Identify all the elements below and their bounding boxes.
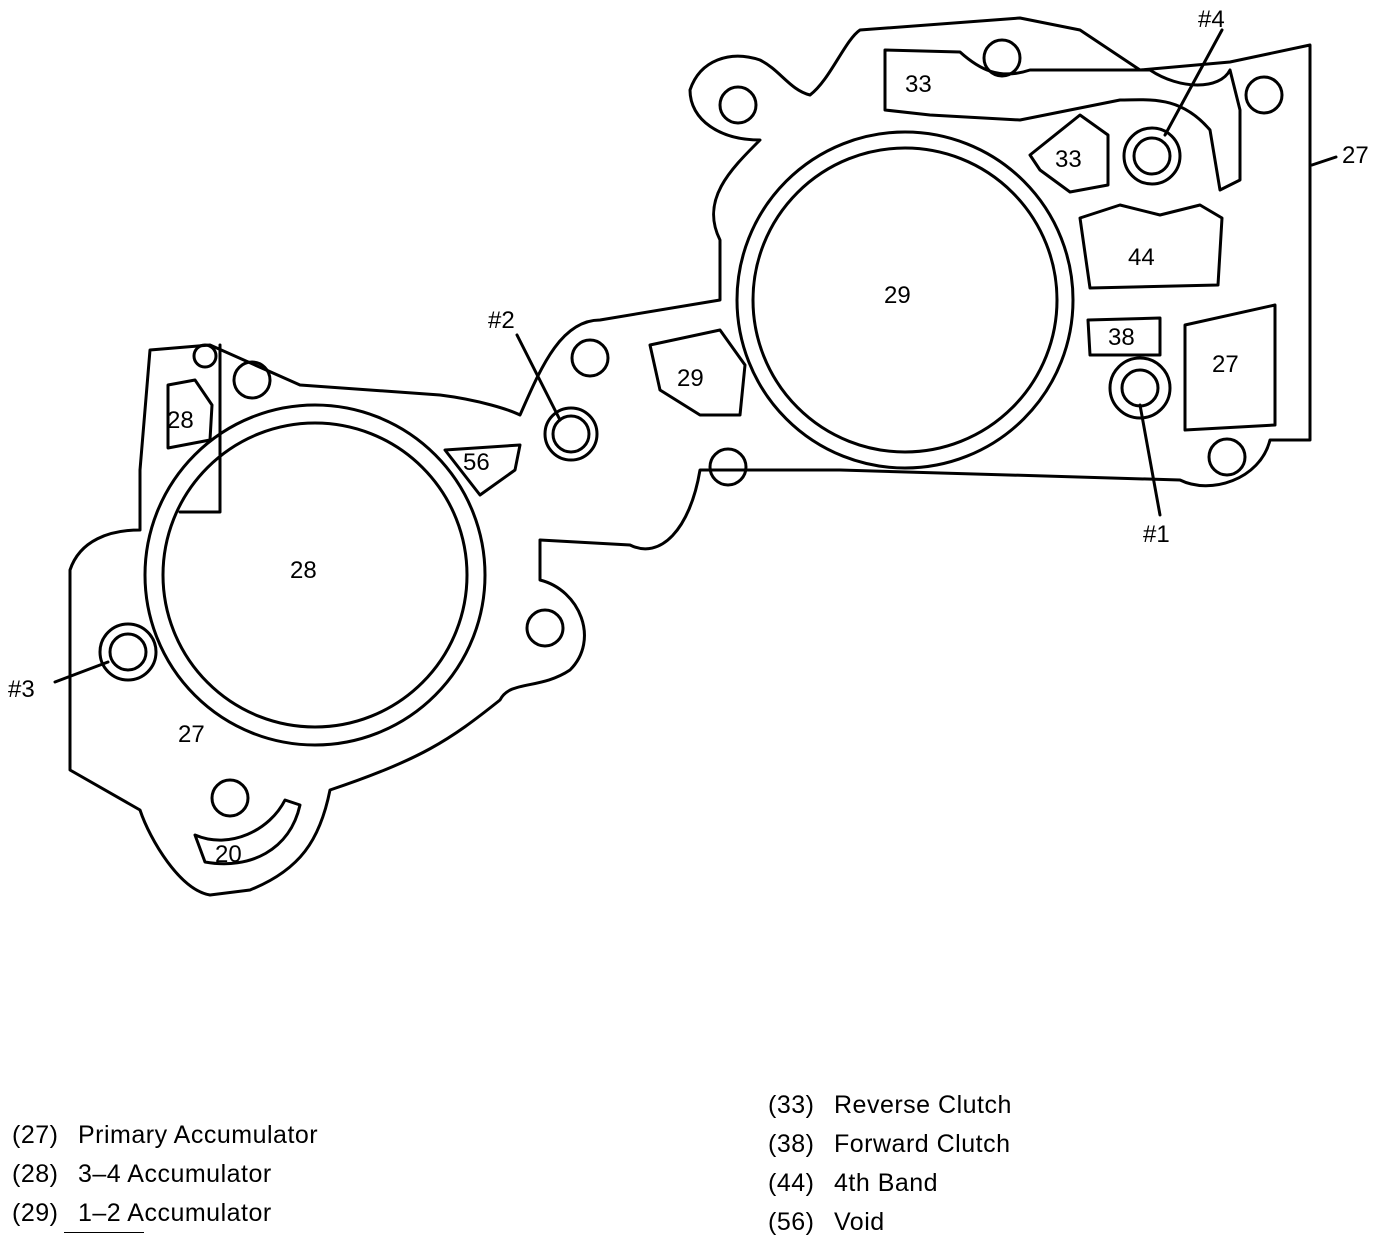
callout-27: 27 [1342, 142, 1369, 169]
bolt-hole [232, 360, 272, 400]
legend-name: Void [834, 1208, 885, 1236]
legend-item: (38) Forward Clutch [768, 1125, 1012, 1164]
legend-name: Reverse Clutch [834, 1091, 1012, 1119]
bolt-hole [1244, 75, 1284, 115]
legend-left: (27) Primary Accumulator (28) 3–4 Accumula… [12, 1116, 318, 1233]
check-ball-4 [1132, 136, 1172, 176]
legend-code: (56) [768, 1208, 815, 1236]
port-label-20: 20 [215, 841, 242, 868]
bolt-hole [570, 338, 610, 378]
port-label-28-small: 28 [167, 407, 194, 434]
legend-code: (29) [12, 1199, 59, 1227]
check-ball-1-ring [1108, 356, 1172, 420]
port-label-27-right: 27 [1212, 351, 1239, 378]
port-38-outline [1086, 316, 1162, 357]
legend-code: (44) [768, 1169, 815, 1197]
bolt-hole [718, 85, 758, 125]
port-33-outline [1028, 113, 1110, 194]
legend-item: (29) 1–2 Accumulator [12, 1194, 318, 1233]
legend-code: (27) [12, 1121, 59, 1149]
gasket-inner-passage [883, 48, 1242, 192]
bolt-hole [525, 608, 565, 648]
legend-name: 3–4 Accumulator [78, 1160, 272, 1188]
leader-3 [53, 660, 110, 684]
callout-4: #4 [1198, 6, 1225, 33]
port-label-29-small: 29 [677, 365, 704, 392]
legend-item: (33) Reverse Clutch [768, 1086, 1012, 1125]
port-label-27-left: 27 [178, 721, 205, 748]
bore-28-outer [143, 403, 487, 747]
port-56-outline [443, 443, 522, 497]
bore-29-outer [735, 130, 1075, 470]
bore-28-inner [161, 421, 469, 729]
legend-name: Primary Accumulator [78, 1121, 319, 1149]
port-label-28-big: 28 [290, 557, 317, 584]
check-ball-2 [551, 414, 591, 454]
legend-underline [64, 1232, 144, 1233]
small-hole [192, 343, 218, 369]
legend-name: 1–2 Accumulator [78, 1199, 272, 1227]
leader-2 [515, 333, 562, 422]
callout-1: #1 [1143, 521, 1170, 548]
port-28-small-outline [166, 378, 214, 450]
leader-27 [1310, 155, 1338, 167]
bore-29-inner [751, 146, 1059, 454]
port-28-left-outline [178, 343, 222, 514]
bolt-hole [1207, 437, 1247, 477]
port-27-right-outline [1183, 303, 1277, 432]
legend-code: (38) [768, 1130, 815, 1158]
callout-2: #2 [488, 307, 515, 334]
port-44-outline [1078, 203, 1224, 290]
port-20-outline [193, 798, 302, 866]
port-label-38: 38 [1108, 324, 1135, 351]
bolt-hole [210, 778, 250, 818]
legend-name: Forward Clutch [834, 1130, 1011, 1158]
leader-1 [1138, 403, 1162, 517]
port-label-44: 44 [1128, 244, 1155, 271]
legend-name: 4th Band [834, 1169, 939, 1197]
bolt-hole [708, 447, 748, 487]
check-ball-3 [108, 632, 148, 672]
check-ball-2-ring [543, 406, 599, 462]
check-ball-1 [1120, 368, 1160, 408]
leader-4 [1163, 28, 1224, 137]
legend-item: (27) Primary Accumulator [12, 1116, 318, 1155]
legend-right: (33) Reverse Clutch (38) Forward Clutch (4… [768, 1086, 1012, 1242]
port-29-small-outline [648, 328, 747, 417]
check-ball-4-ring [1122, 126, 1182, 186]
gasket-diagram: 33 33 44 29 29 38 27 28 56 28 27 20 #1 #… [8, 6, 1369, 897]
legend-item: (44) 4th Band [768, 1164, 1012, 1203]
callout-3: #3 [8, 676, 35, 703]
bolt-hole [982, 38, 1022, 78]
check-ball-3-ring [98, 622, 158, 682]
legend-code: (33) [768, 1091, 815, 1119]
port-label-33b: 33 [1055, 146, 1082, 173]
legend-code: (28) [12, 1160, 59, 1188]
port-label-33a: 33 [905, 71, 932, 98]
gasket-outline [68, 16, 1312, 897]
port-label-56: 56 [463, 449, 490, 476]
legend-item: (56) Void [768, 1203, 1012, 1242]
port-label-29-big: 29 [884, 282, 911, 309]
legend-item: (28) 3–4 Accumulator [12, 1155, 318, 1194]
